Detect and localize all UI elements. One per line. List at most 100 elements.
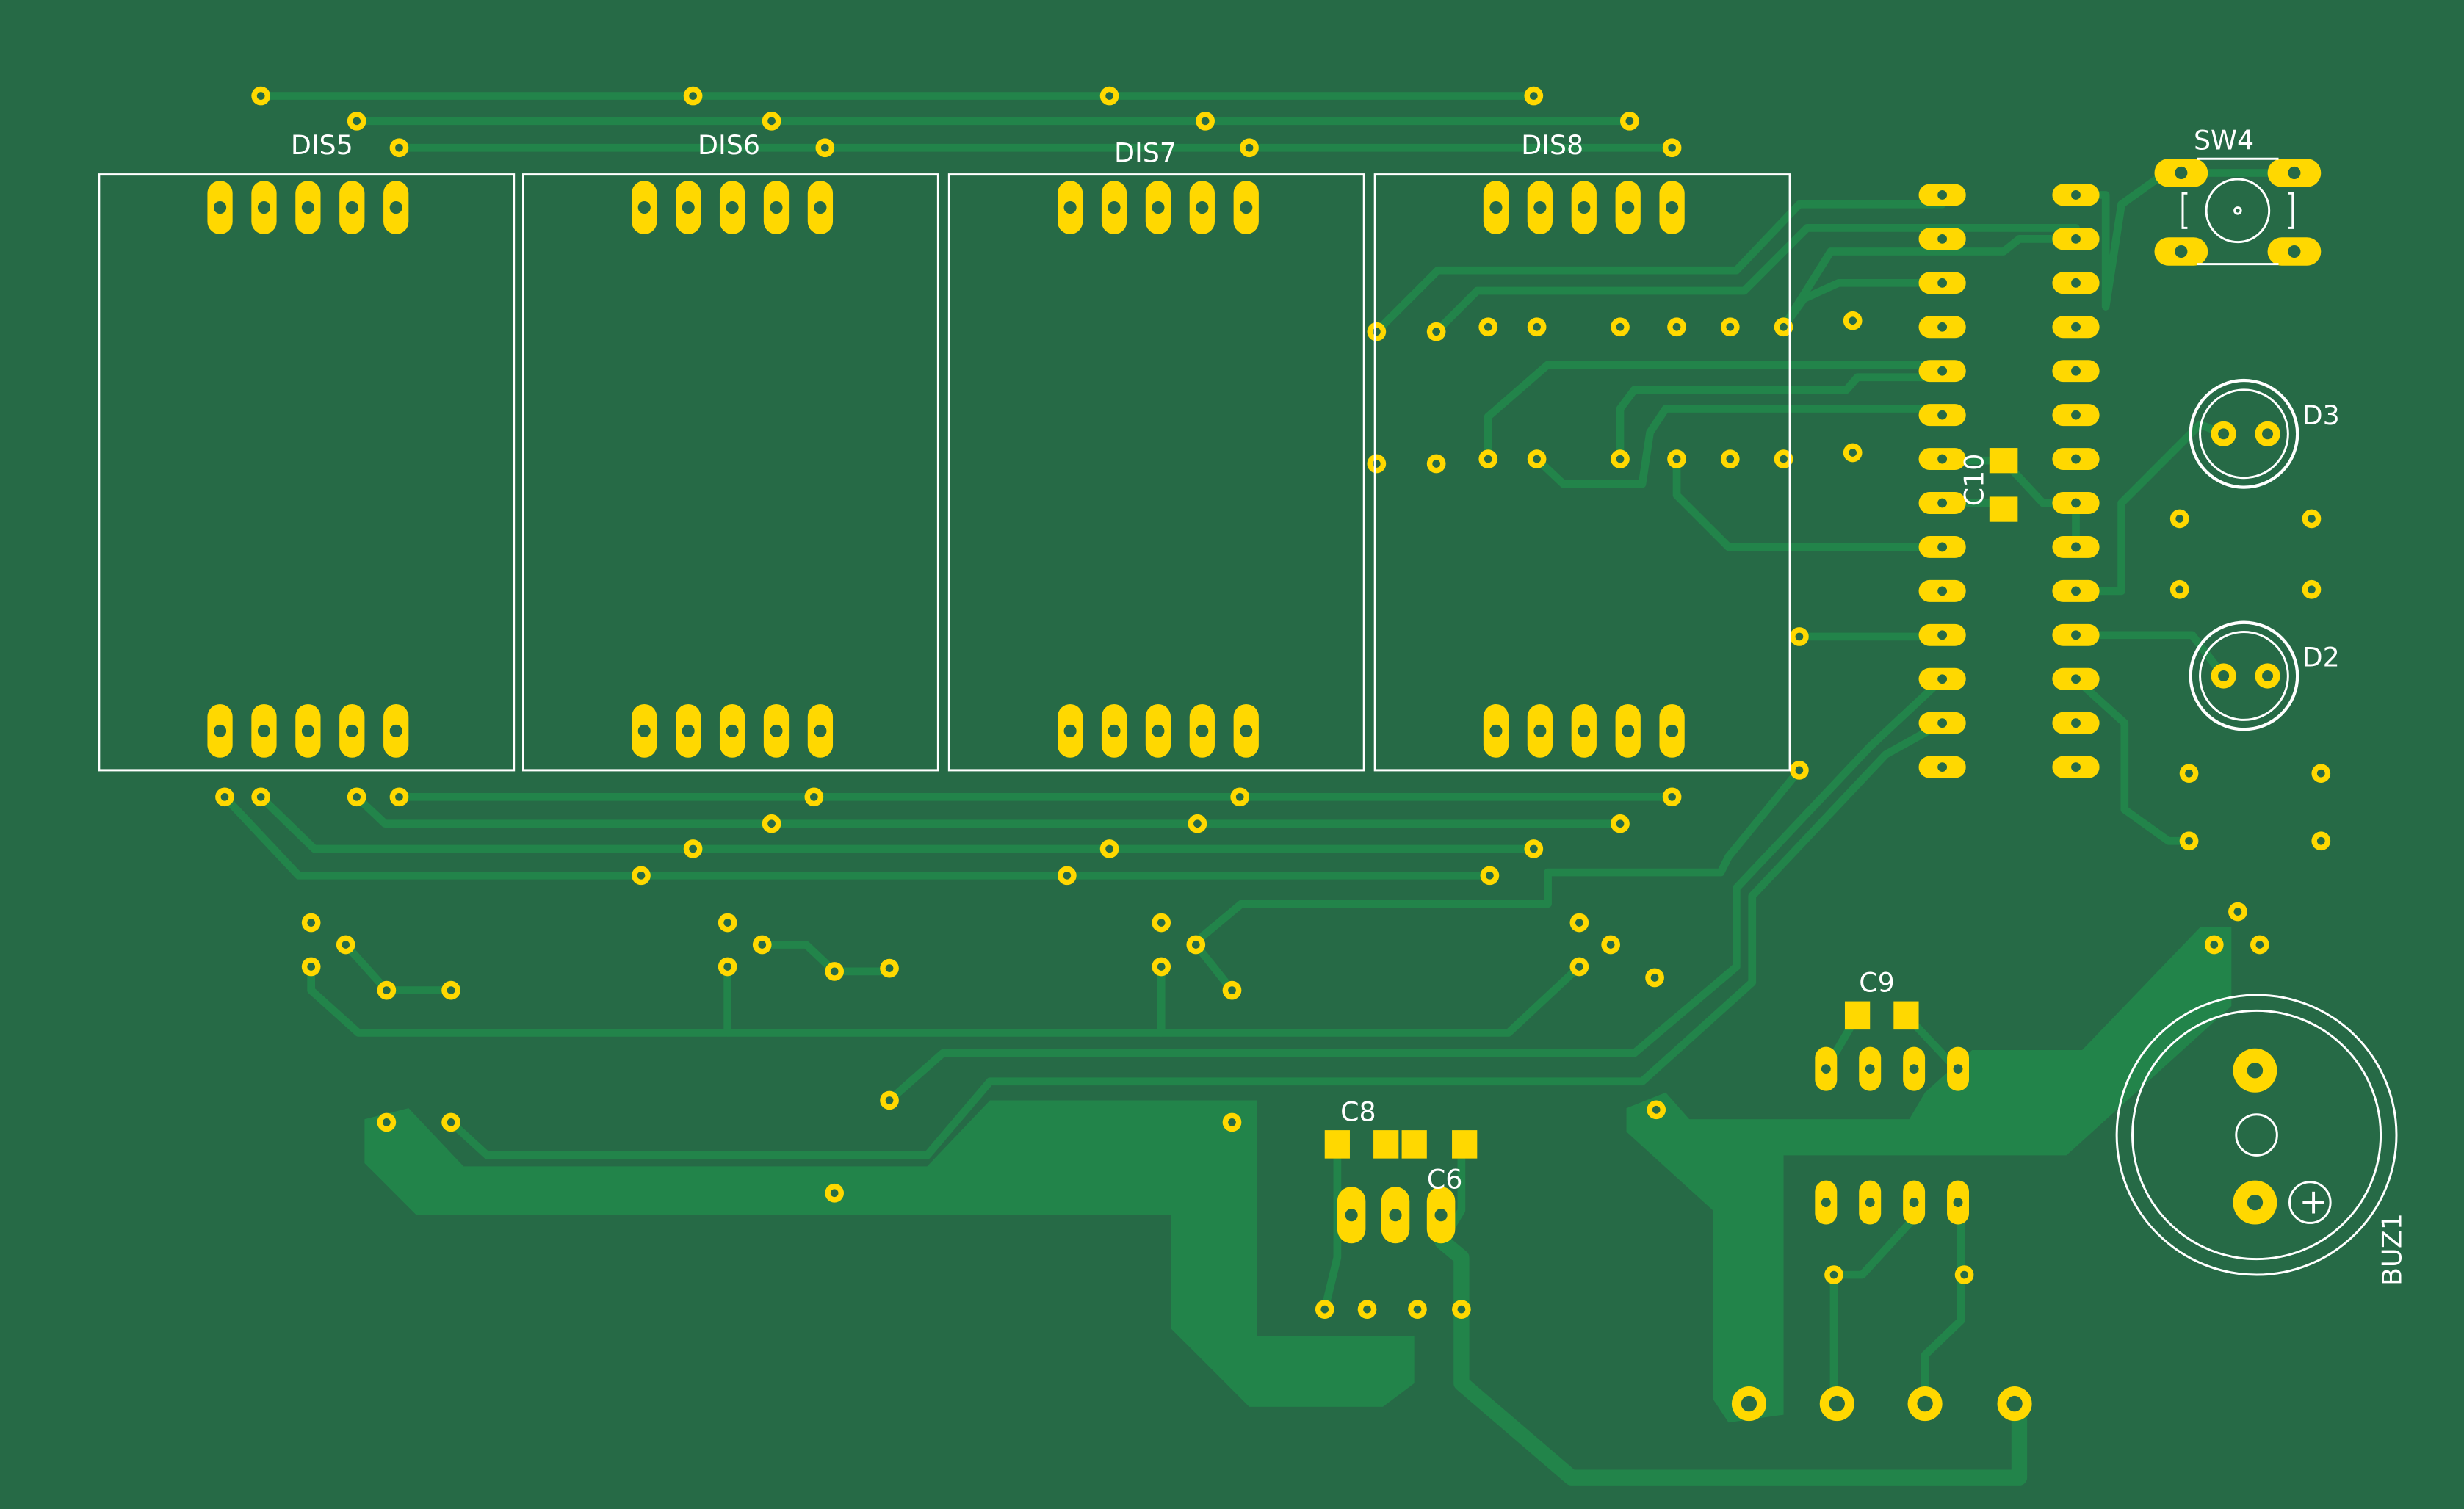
via[interactable]: [1954, 1265, 1974, 1284]
led-pin[interactable]: [2255, 663, 2280, 689]
display-pin[interactable]: [719, 181, 745, 234]
ic-pin[interactable]: [2052, 316, 2100, 339]
ic-pin[interactable]: [1859, 1180, 1882, 1225]
display-pin[interactable]: [1571, 704, 1597, 758]
via[interactable]: [1647, 1100, 1666, 1120]
via[interactable]: [762, 111, 781, 131]
ic-pin[interactable]: [1903, 1046, 1926, 1091]
connector-pin[interactable]: [1997, 1386, 2032, 1422]
ic-pin[interactable]: [1918, 623, 1966, 646]
via[interactable]: [1774, 317, 1793, 337]
via[interactable]: [215, 787, 234, 807]
display-pin[interactable]: [719, 704, 745, 758]
via[interactable]: [632, 866, 651, 886]
via[interactable]: [762, 814, 781, 833]
ic-pin[interactable]: [1815, 1046, 1838, 1091]
ic-pin[interactable]: [2052, 448, 2100, 471]
via[interactable]: [1315, 1300, 1334, 1319]
via[interactable]: [1480, 866, 1500, 886]
via[interactable]: [1720, 449, 1740, 468]
via[interactable]: [1188, 814, 1207, 833]
ic-pin[interactable]: [1918, 712, 1966, 734]
display-pin[interactable]: [807, 181, 834, 234]
smd-pad[interactable]: [1893, 1001, 1919, 1030]
connector-pin[interactable]: [1731, 1386, 1766, 1422]
transistor-pin[interactable]: [1337, 1187, 1366, 1244]
via[interactable]: [1667, 449, 1686, 468]
via[interactable]: [1196, 111, 1215, 131]
led-pin[interactable]: [2211, 421, 2236, 446]
via[interactable]: [1527, 449, 1547, 468]
via[interactable]: [2179, 831, 2199, 851]
via[interactable]: [1240, 138, 1259, 158]
via[interactable]: [1426, 454, 1446, 474]
ic-pin[interactable]: [1859, 1046, 1882, 1091]
via[interactable]: [1824, 1265, 1843, 1284]
ic-pin[interactable]: [1918, 492, 1966, 514]
display-pin[interactable]: [251, 181, 277, 234]
ic-pin[interactable]: [2052, 667, 2100, 690]
ic-pin[interactable]: [2052, 404, 2100, 427]
ic-pin[interactable]: [1903, 1180, 1926, 1225]
display-pin[interactable]: [1527, 181, 1553, 234]
display-pin[interactable]: [1145, 181, 1171, 234]
ic-pin[interactable]: [2052, 579, 2100, 602]
via[interactable]: [1367, 322, 1387, 341]
via[interactable]: [2169, 509, 2189, 529]
display-pin[interactable]: [295, 181, 321, 234]
via[interactable]: [1645, 968, 1664, 988]
display-pin[interactable]: [251, 704, 277, 758]
display-pin[interactable]: [339, 704, 365, 758]
display-pin[interactable]: [1483, 181, 1509, 234]
via[interactable]: [2250, 935, 2269, 955]
via[interactable]: [2204, 935, 2224, 955]
via[interactable]: [1843, 443, 1863, 463]
via[interactable]: [1478, 317, 1498, 337]
switch-pin[interactable]: [2154, 159, 2208, 187]
display-pin[interactable]: [1057, 181, 1083, 234]
via[interactable]: [752, 935, 772, 955]
via[interactable]: [2228, 902, 2247, 922]
via[interactable]: [2302, 579, 2322, 599]
via[interactable]: [718, 957, 737, 977]
via[interactable]: [1152, 957, 1171, 977]
display-pin[interactable]: [632, 704, 657, 758]
via[interactable]: [1662, 138, 1682, 158]
display-pin[interactable]: [1483, 704, 1509, 758]
ic-pin[interactable]: [2052, 360, 2100, 383]
via[interactable]: [336, 935, 355, 955]
via[interactable]: [1222, 980, 1242, 1000]
via[interactable]: [815, 138, 835, 158]
connector-pin[interactable]: [1819, 1386, 1854, 1422]
via[interactable]: [1720, 317, 1740, 337]
via[interactable]: [251, 787, 271, 807]
ic-pin[interactable]: [1918, 228, 1966, 250]
via[interactable]: [1843, 311, 1863, 330]
via[interactable]: [1452, 1300, 1471, 1319]
display-pin[interactable]: [676, 704, 701, 758]
display-pin[interactable]: [632, 181, 657, 234]
via[interactable]: [1569, 957, 1589, 977]
connector-pin[interactable]: [1907, 1386, 1943, 1422]
ic-pin[interactable]: [1918, 404, 1966, 427]
via[interactable]: [683, 839, 703, 858]
smd-pad[interactable]: [1989, 496, 2018, 522]
smd-pad[interactable]: [1401, 1130, 1427, 1159]
via[interactable]: [1611, 814, 1630, 833]
via[interactable]: [1478, 449, 1498, 468]
display-pin[interactable]: [1101, 704, 1127, 758]
via[interactable]: [804, 787, 824, 807]
via[interactable]: [1601, 935, 1620, 955]
smd-pad[interactable]: [1989, 448, 2018, 474]
smd-pad[interactable]: [1844, 1001, 1871, 1030]
via[interactable]: [441, 1112, 460, 1132]
display-pin[interactable]: [1615, 704, 1641, 758]
ic-pin[interactable]: [1918, 360, 1966, 383]
via[interactable]: [1230, 787, 1250, 807]
display-pin[interactable]: [1571, 181, 1597, 234]
display-pin[interactable]: [1659, 704, 1685, 758]
ic-pin[interactable]: [2052, 492, 2100, 514]
via[interactable]: [377, 1112, 397, 1132]
via[interactable]: [1569, 913, 1589, 933]
via[interactable]: [1774, 449, 1793, 468]
